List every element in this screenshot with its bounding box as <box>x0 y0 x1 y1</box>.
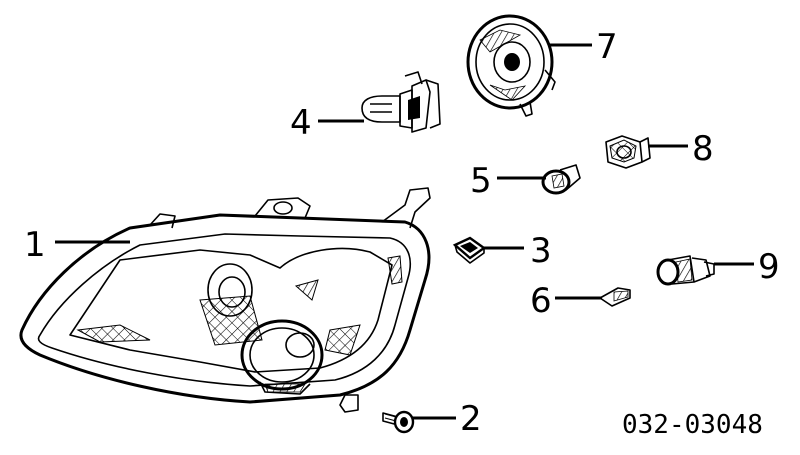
dust-cover <box>466 14 556 117</box>
screw <box>382 410 415 434</box>
callout-1: 1 <box>24 225 46 265</box>
callout-7: 7 <box>596 27 618 67</box>
wedge-bulb <box>541 164 581 195</box>
leader-lines <box>55 43 754 420</box>
callout-3: 3 <box>530 231 552 271</box>
side-marker-bulb <box>599 287 631 307</box>
callout-6: 6 <box>530 281 552 321</box>
callout-8: 8 <box>692 129 714 169</box>
reference-code: 032-03048 <box>622 410 763 440</box>
halogen-bulb <box>361 71 441 133</box>
callout-4: 4 <box>290 103 312 143</box>
callout-9: 9 <box>758 247 780 287</box>
callout-5: 5 <box>470 161 492 201</box>
callout-2: 2 <box>460 399 482 439</box>
headlight-assembly <box>19 187 431 413</box>
callout-labels: 1 2 3 4 5 6 7 8 9 <box>24 27 780 439</box>
socket-with-bulb <box>656 255 715 286</box>
bulb-socket <box>605 135 651 169</box>
clip-nut <box>452 236 487 264</box>
